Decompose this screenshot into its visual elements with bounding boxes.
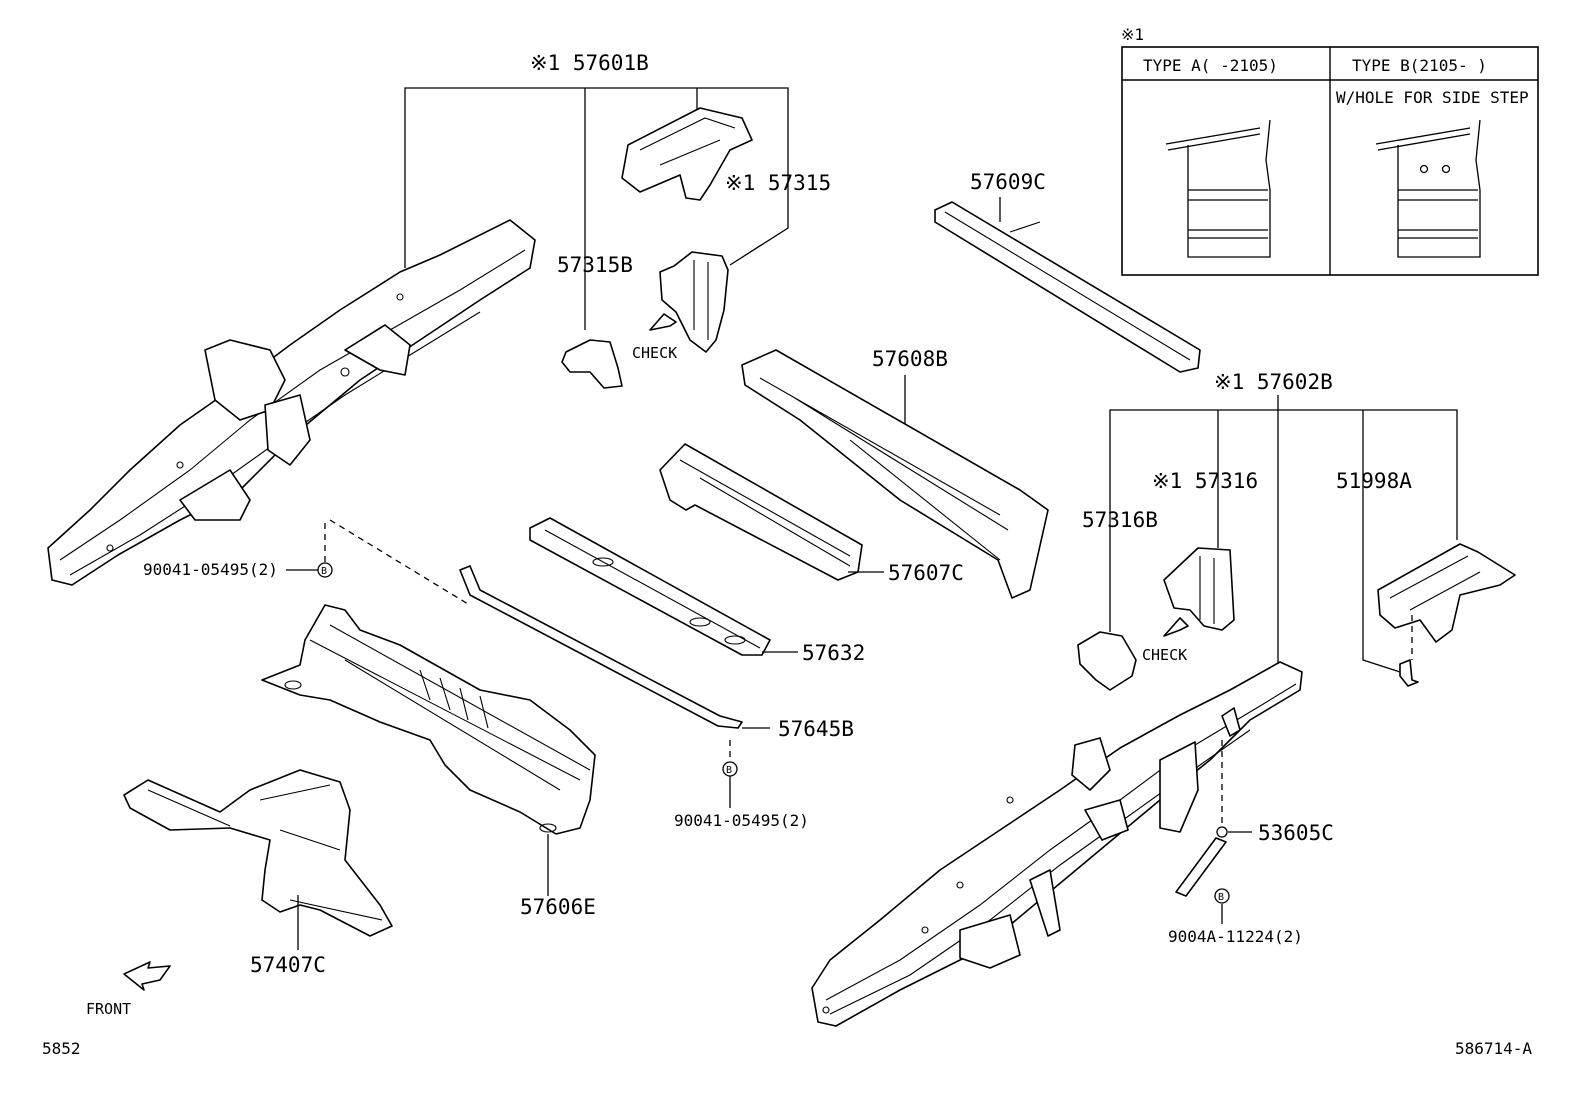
part-57606E: 57606E (261, 604, 596, 919)
side-step-hole-icon (1419, 164, 1429, 174)
bolt-label-left: 90041-05495(2) (143, 560, 278, 579)
marker-b-icon (317, 562, 333, 578)
label-57645B: 57645B (778, 717, 854, 741)
part-53605C: 53605C B 9004A-11224(2) (1168, 740, 1334, 946)
label-57607C: 57607C (888, 561, 964, 585)
label-57315: ※1 57315 (725, 171, 831, 195)
bolt-label-center: 90041-05495(2) (674, 811, 809, 830)
label-57601B: ※1 57601B (530, 51, 649, 75)
part-57609C: 57609C (934, 170, 1201, 373)
legend-note-mark: ※1 (1121, 25, 1144, 44)
label-57407C: 57407C (250, 953, 326, 977)
label-57608B: 57608B (872, 347, 948, 371)
footer-code-left: 5852 (42, 1039, 81, 1058)
part-57608B: 57608B (741, 347, 1049, 599)
part-57607C: 57607C (659, 443, 964, 585)
label-57315B: 57315B (557, 253, 633, 277)
part-57316: ※1 57316 CHECK (1142, 469, 1258, 664)
part-51998A: 51998A (1336, 469, 1516, 687)
label-57609C: 57609C (970, 170, 1046, 194)
part-57602B-right-side-member (811, 661, 1303, 1027)
part-57316B: 57316B (1077, 508, 1158, 691)
legend-type-a-header: TYPE A( -2105) (1143, 56, 1278, 75)
check-label-right: CHECK (1142, 646, 1187, 664)
bolt-callout-left: 90041-05495(2) B (143, 518, 469, 605)
part-57645B: 57645B B 90041-05495(2) (459, 565, 854, 830)
part-57315B: 57315B (557, 253, 633, 389)
part-57407C: 57407C (123, 769, 393, 977)
marker-b-icon (1214, 888, 1230, 904)
front-arrow-icon (123, 961, 171, 991)
front-direction-indicator: FRONT (86, 961, 171, 1018)
callout-57602B: ※1 57602B (1109, 370, 1458, 673)
label-57316: ※1 57316 (1152, 469, 1258, 493)
label-53605C: 53605C (1258, 821, 1334, 845)
part-57632: 57632 (529, 517, 865, 665)
label-57602B: ※1 57602B (1214, 370, 1333, 394)
front-label: FRONT (86, 1000, 131, 1018)
svg-text:B: B (321, 566, 327, 577)
label-57606E: 57606E (520, 895, 596, 919)
label-57316B: 57316B (1082, 508, 1158, 532)
legend-type-b-note: W/HOLE FOR SIDE STEP (1336, 88, 1529, 107)
legend-type-b-header: TYPE B(2105- ) (1352, 56, 1487, 75)
part-57601B-upper-bracket (621, 107, 753, 201)
svg-text:B: B (726, 765, 732, 776)
part-57601B-left-side-member (47, 219, 536, 586)
check-label-left: CHECK (632, 344, 677, 362)
legend-table: ※1 TYPE A( -2105) TYPE B(2105- ) W/HOLE … (1121, 25, 1539, 276)
callout-57601B: ※1 57601B (404, 51, 789, 330)
label-51998A: 51998A (1336, 469, 1412, 493)
type-b-panel-sketch (1375, 119, 1481, 258)
label-57632: 57632 (802, 641, 865, 665)
footer-code-right: 586714-A (1455, 1039, 1532, 1058)
bolt-label-right: 9004A-11224(2) (1168, 927, 1303, 946)
type-a-panel-sketch (1165, 119, 1271, 258)
svg-text:B: B (1218, 892, 1224, 903)
part-57315: ※1 57315 CHECK (632, 171, 831, 362)
